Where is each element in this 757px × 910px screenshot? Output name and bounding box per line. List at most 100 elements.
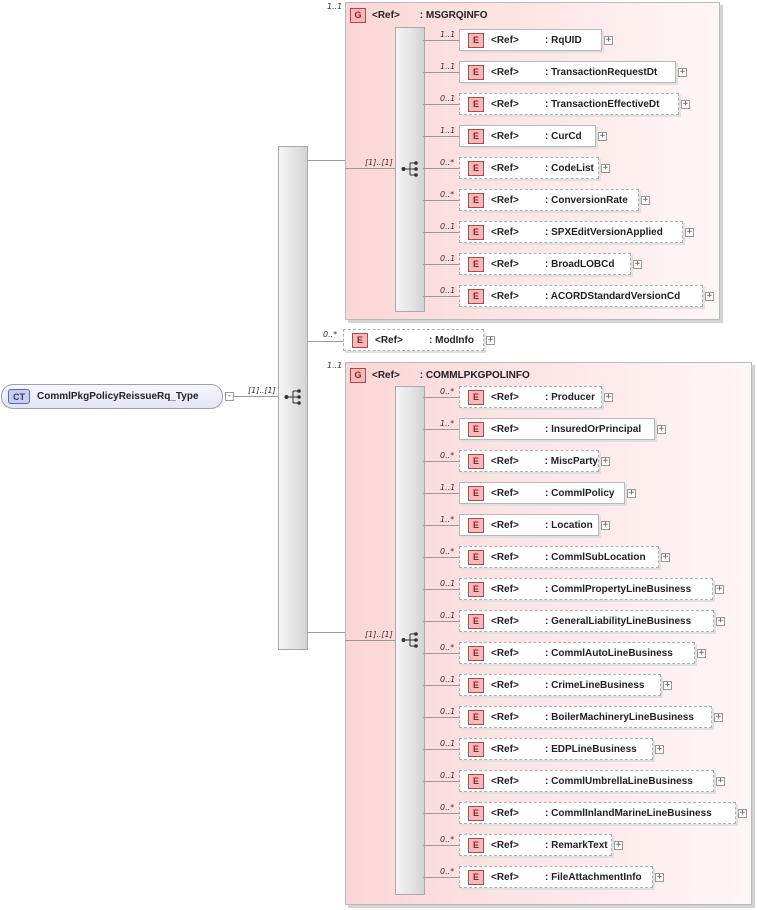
element-node[interactable]: E<Ref>: TransactionEffectiveDt bbox=[459, 93, 679, 115]
minus-icon[interactable]: - bbox=[225, 391, 234, 401]
element-ref: <Ref> bbox=[375, 334, 403, 346]
element-node[interactable]: E<Ref>: RemarkText bbox=[459, 834, 612, 856]
element-node[interactable]: E<Ref>: CodeList bbox=[459, 157, 599, 179]
element-name: : GeneralLiabilityLineBusiness bbox=[545, 615, 692, 627]
element-node[interactable]: E<Ref>: CommlSubLocation bbox=[459, 546, 659, 568]
element-ref: <Ref> bbox=[491, 807, 519, 819]
plus-icon[interactable]: + bbox=[627, 488, 636, 498]
plus-icon[interactable]: + bbox=[681, 99, 690, 109]
plus-icon[interactable]: + bbox=[663, 680, 672, 690]
element-multiplicity: 1..1 bbox=[440, 126, 456, 135]
element-node[interactable]: E<Ref>: RqUID bbox=[459, 29, 602, 51]
element-name: : EDPLineBusiness bbox=[545, 743, 637, 755]
connector-line bbox=[423, 781, 459, 782]
element-badge: E bbox=[468, 869, 484, 885]
element-multiplicity: 0..* bbox=[440, 387, 455, 396]
plus-icon[interactable]: + bbox=[655, 872, 664, 882]
plus-icon[interactable]: + bbox=[715, 584, 724, 594]
msgrqinfo-sequence bbox=[395, 27, 425, 312]
plus-icon[interactable]: + bbox=[738, 808, 747, 818]
plus-icon[interactable]: + bbox=[714, 712, 723, 722]
element-badge: E bbox=[468, 677, 484, 693]
plus-icon[interactable]: + bbox=[633, 259, 642, 269]
element-ref: <Ref> bbox=[491, 839, 519, 851]
element-node[interactable]: E<Ref>: Producer bbox=[459, 386, 602, 408]
element-ref: <Ref> bbox=[491, 711, 519, 723]
plus-icon[interactable]: + bbox=[614, 840, 623, 850]
group-name: : MSGRQINFO bbox=[419, 9, 488, 21]
element-ref: <Ref> bbox=[491, 130, 519, 142]
element-multiplicity: 0..* bbox=[440, 190, 455, 199]
plus-icon[interactable]: + bbox=[657, 424, 666, 434]
plus-icon[interactable]: + bbox=[641, 195, 650, 205]
plus-icon[interactable]: + bbox=[685, 227, 694, 237]
connector-line bbox=[423, 685, 459, 686]
connector-line bbox=[423, 397, 459, 398]
plus-icon[interactable]: + bbox=[604, 392, 613, 402]
element-node[interactable]: E<Ref>: Location bbox=[459, 514, 599, 536]
element-badge: E bbox=[468, 128, 484, 144]
element-node[interactable]: E<Ref>: CommlUmbrellaLineBusiness bbox=[459, 770, 714, 792]
element-node[interactable]: E<Ref>: CommlPolicy bbox=[459, 482, 625, 504]
element-multiplicity: 1..* bbox=[440, 515, 455, 524]
plus-icon[interactable]: + bbox=[598, 131, 607, 141]
element-name: : FileAttachmentInfo bbox=[545, 871, 642, 883]
element-node[interactable]: E<Ref>: ACORDStandardVersionCd bbox=[459, 285, 703, 307]
element-multiplicity: 0..1 bbox=[440, 771, 456, 780]
element-node[interactable]: E<Ref>: InsuredOrPrincipal bbox=[459, 418, 655, 440]
element-node[interactable]: E<Ref>: TransactionRequestDt bbox=[459, 61, 676, 83]
element-badge: E bbox=[468, 96, 484, 112]
element-name: : CommlPropertyLineBusiness bbox=[545, 583, 692, 595]
element-name: : CommlAutoLineBusiness bbox=[545, 647, 673, 659]
complex-type-node[interactable]: CT CommlPkgPolicyReissueRq_Type bbox=[1, 384, 223, 409]
plus-icon[interactable]: + bbox=[601, 456, 610, 466]
element-node[interactable]: E<Ref>: CommlInlandMarineLineBusiness bbox=[459, 802, 736, 824]
connector-line bbox=[423, 877, 459, 878]
element-badge: E bbox=[468, 837, 484, 853]
plus-icon[interactable]: + bbox=[661, 552, 670, 562]
plus-icon[interactable]: + bbox=[655, 744, 664, 754]
plus-icon[interactable]: + bbox=[697, 648, 706, 658]
element-badge: E bbox=[468, 32, 484, 48]
element-node[interactable]: E<Ref>: ConversionRate bbox=[459, 189, 639, 211]
element-badge: E bbox=[468, 805, 484, 821]
connector-line bbox=[423, 264, 459, 265]
element-node[interactable]: E<Ref>: SPXEditVersionApplied bbox=[459, 221, 683, 243]
element-multiplicity: 0..1 bbox=[440, 94, 456, 103]
plus-icon[interactable]: + bbox=[604, 35, 613, 45]
element-multiplicity: 1..* bbox=[440, 419, 455, 428]
element-node[interactable]: E<Ref>: CurCd bbox=[459, 125, 596, 147]
element-node[interactable]: E<Ref>: GeneralLiabilityLineBusiness bbox=[459, 610, 714, 632]
connector-line bbox=[423, 621, 459, 622]
plus-icon[interactable]: + bbox=[678, 67, 687, 77]
element-multiplicity: 1..1 bbox=[440, 30, 456, 39]
element-node[interactable]: E<Ref>: CrimeLineBusiness bbox=[459, 674, 661, 696]
element-ref: <Ref> bbox=[491, 226, 519, 238]
element-node[interactable]: E<Ref>: EDPLineBusiness bbox=[459, 738, 653, 760]
plus-icon[interactable]: + bbox=[716, 776, 725, 786]
element-ref: <Ref> bbox=[491, 583, 519, 595]
group-multiplicity: 1..1 bbox=[327, 2, 343, 11]
element-node[interactable]: E<Ref>: MiscParty bbox=[459, 450, 599, 472]
plus-icon[interactable]: + bbox=[601, 163, 610, 173]
connector-line bbox=[423, 717, 459, 718]
group-badge: G bbox=[350, 367, 366, 383]
plus-icon[interactable]: + bbox=[486, 335, 495, 345]
element-node[interactable]: E<Ref>: FileAttachmentInfo bbox=[459, 866, 653, 888]
sequence-icon bbox=[284, 389, 301, 405]
connector-line bbox=[423, 653, 459, 654]
element-node[interactable]: E<Ref>: CommlAutoLineBusiness bbox=[459, 642, 695, 664]
element-node[interactable]: E<Ref>: BroadLOBCd bbox=[459, 253, 631, 275]
connector-line bbox=[423, 232, 459, 233]
element-node[interactable]: E<Ref>: BoilerMachineryLineBusiness bbox=[459, 706, 712, 728]
element-modinfo[interactable]: E <Ref> : ModInfo bbox=[343, 329, 484, 351]
plus-icon[interactable]: + bbox=[601, 520, 610, 530]
element-node[interactable]: E<Ref>: CommlPropertyLineBusiness bbox=[459, 578, 713, 600]
plus-icon[interactable]: + bbox=[716, 616, 725, 626]
plus-icon[interactable]: + bbox=[705, 291, 714, 301]
element-multiplicity: 0..1 bbox=[440, 254, 456, 263]
element-ref: <Ref> bbox=[491, 66, 519, 78]
element-badge: E bbox=[468, 256, 484, 272]
element-multiplicity: 0..* bbox=[440, 643, 455, 652]
